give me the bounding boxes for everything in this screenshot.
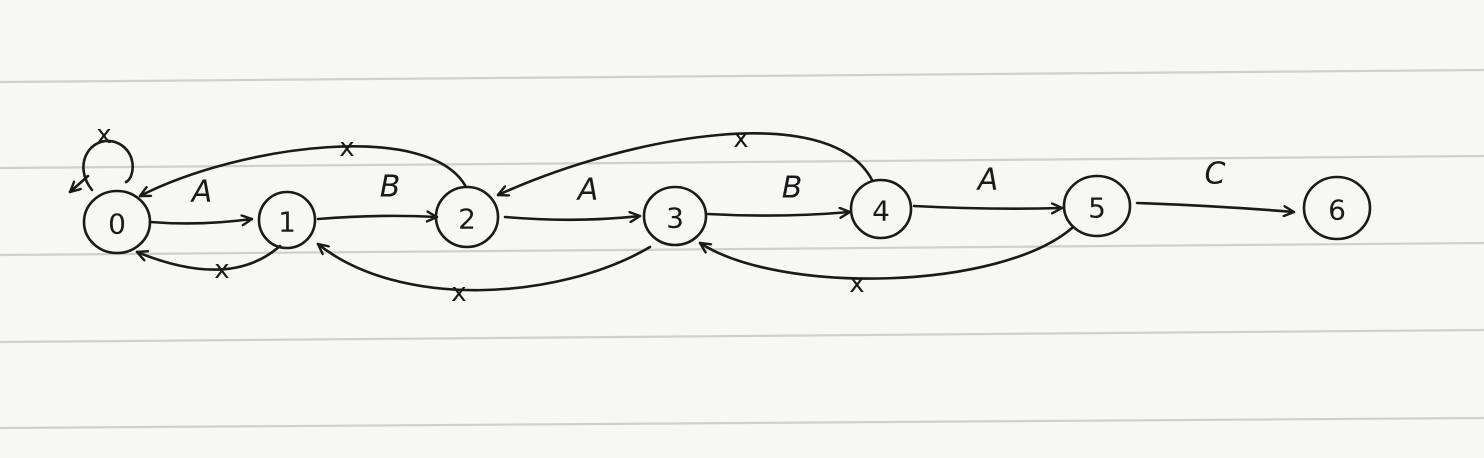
state-4: 4 — [849, 178, 913, 240]
label-edge-5-6: C — [1205, 157, 1226, 192]
label-edge-2-0: x — [339, 133, 354, 163]
edge-0-1 — [148, 219, 254, 223]
state-2: 2 — [434, 185, 500, 249]
edge-1-2 — [316, 216, 439, 219]
state-5-label: 5 — [1088, 192, 1106, 225]
edge-5-6 — [1135, 201, 1296, 212]
forward-edge-labels: A B A B A C — [190, 157, 1226, 210]
label-edge-2-3: A — [576, 173, 599, 208]
state-6: 6 — [1302, 175, 1372, 241]
edge-2-0 — [138, 145, 468, 198]
edge-0-0-self-loop — [70, 139, 134, 192]
edge-5-3 — [698, 226, 1074, 280]
back-edges — [70, 132, 1074, 292]
state-0-label: 0 — [108, 208, 126, 241]
label-edge-5-3: x — [849, 269, 864, 299]
edge-3-4 — [706, 212, 852, 216]
label-edge-0-1: A — [190, 175, 213, 210]
label-edge-0-0: x — [96, 120, 111, 150]
back-edge-labels: x x x x x x — [96, 120, 864, 308]
label-edge-3-4: B — [782, 171, 803, 206]
edge-1-0 — [135, 244, 282, 271]
label-edge-3-1: x — [451, 278, 466, 308]
state-2-label: 2 — [458, 203, 476, 236]
label-edge-4-5: A — [976, 163, 999, 198]
state-3-label: 3 — [666, 202, 684, 235]
state-5: 5 — [1062, 174, 1132, 238]
edge-4-5 — [912, 206, 1064, 209]
state-4-label: 4 — [872, 195, 890, 228]
states: 0 1 2 3 4 5 6 — [82, 174, 1372, 255]
edge-4-2 — [496, 132, 874, 195]
label-edge-1-2: B — [380, 170, 401, 205]
label-edge-1-0: x — [214, 255, 229, 285]
edge-3-1 — [316, 242, 652, 292]
state-3: 3 — [642, 185, 708, 247]
state-6-label: 6 — [1328, 194, 1346, 227]
state-1: 1 — [257, 190, 317, 250]
state-0: 0 — [82, 189, 152, 255]
forward-edges — [148, 201, 1296, 223]
edge-2-3 — [503, 216, 642, 220]
label-edge-4-2: x — [733, 124, 748, 154]
state-1-label: 1 — [278, 206, 296, 239]
